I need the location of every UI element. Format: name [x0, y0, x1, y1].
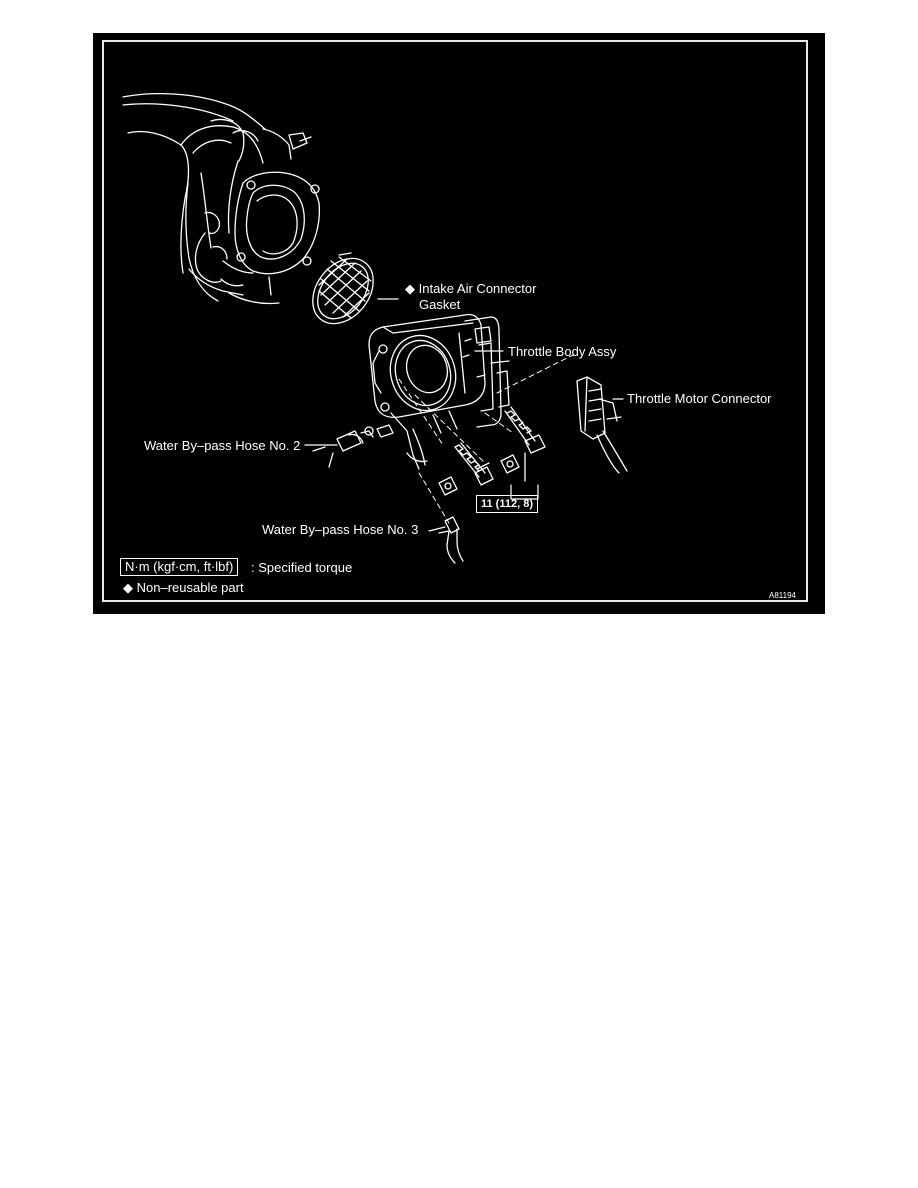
leader-lines	[304, 350, 624, 532]
legend-nonreusable-description: Non–reusable part	[136, 580, 244, 595]
gasket-label: ◆ Intake Air Connector Gasket	[405, 281, 536, 313]
torque-value-box: 11 (112, 8)	[476, 495, 538, 513]
legend-torque-units: N·m (kgf·cm, ft·lbf)	[120, 558, 239, 576]
throttle-body-label: Throttle Body Assy	[508, 344, 617, 359]
fasteners-illustration	[438, 406, 546, 496]
line-art	[122, 92, 628, 564]
alignment-lines	[398, 352, 578, 524]
throttle-body-diagram: ◆ Intake Air Connector Gasket Throttle B…	[93, 33, 825, 614]
water-hose-3-label: Water By–pass Hose No. 3	[262, 522, 419, 537]
water-hose-2-label: Water By–pass Hose No. 2	[144, 438, 301, 453]
legend-nonreusable: ◆ Non–reusable part	[123, 580, 244, 596]
hose-2-illustration	[312, 424, 394, 468]
legend-nonreusable-marker: ◆	[123, 580, 133, 595]
throttle-body-illustration	[368, 313, 510, 470]
throttle-motor-connector-label: Throttle Motor Connector	[627, 391, 772, 406]
connector-illustration	[576, 376, 628, 474]
intake-manifold-illustration	[122, 92, 321, 305]
hose-3-illustration	[438, 516, 464, 564]
gasket-label-line2: Gasket	[419, 297, 461, 312]
gasket-illustration	[312, 252, 399, 325]
figure-id: A81194	[769, 591, 796, 600]
gasket-label-line1: Intake Air Connector	[418, 281, 537, 296]
nonreusable-marker: ◆	[405, 281, 415, 296]
legend-torque-description: : Specified torque	[251, 560, 353, 575]
figure-border	[102, 40, 808, 602]
